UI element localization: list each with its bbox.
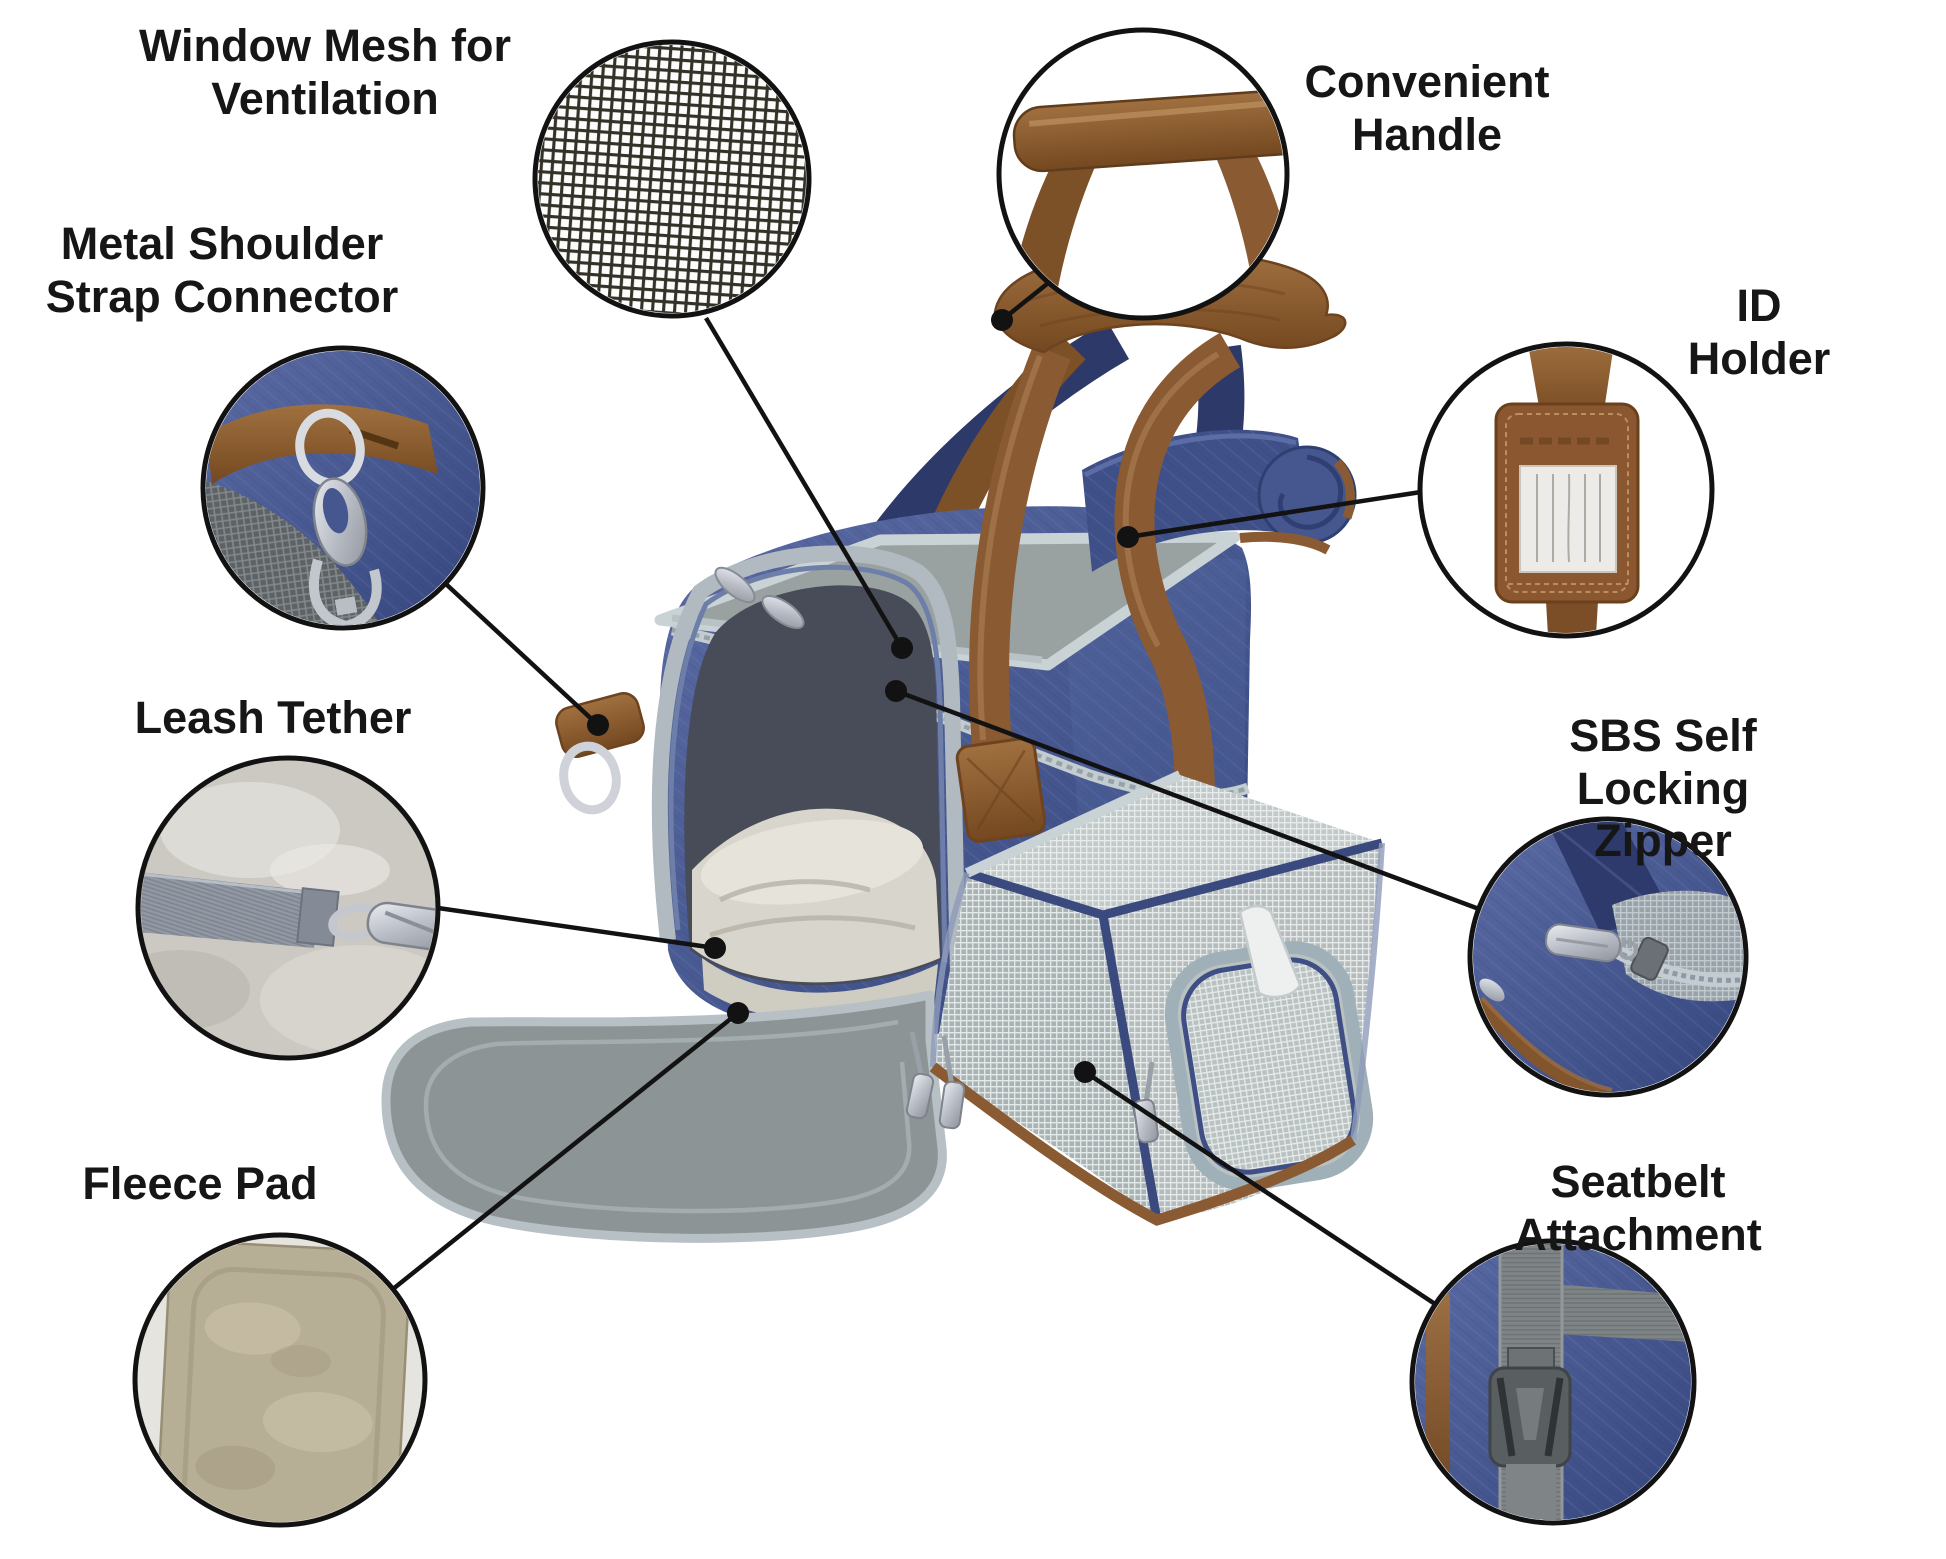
dot-fleece-pad bbox=[727, 1002, 749, 1024]
line-fleece-pad bbox=[391, 1011, 740, 1291]
id-holder-detail-circle bbox=[1417, 341, 1715, 639]
hanging-zipper-pulls bbox=[905, 1031, 966, 1130]
sbs-zipper-detail-circle bbox=[1467, 816, 1749, 1098]
open-door-flap bbox=[381, 990, 947, 1243]
leash-tether-detail-circle bbox=[135, 755, 441, 1061]
side-door-opening bbox=[651, 545, 966, 1022]
metal-connector-detail-circle bbox=[200, 345, 486, 631]
line-id-holder bbox=[1127, 489, 1422, 540]
dot-sbs-zipper bbox=[885, 680, 907, 702]
white-pull-tab bbox=[1238, 904, 1302, 999]
callout-dots bbox=[587, 309, 1139, 1083]
seatbelt-detail-circle bbox=[1409, 1238, 1697, 1526]
dot-convenient-handle bbox=[991, 309, 1013, 331]
fleece-pad-detail-circle bbox=[132, 1232, 428, 1528]
line-window-mesh bbox=[704, 316, 904, 650]
mesh-expansion-cube bbox=[929, 770, 1385, 1226]
line-sbs-zipper bbox=[895, 688, 1480, 912]
dot-metal-connector bbox=[587, 714, 609, 736]
line-leash-tether bbox=[437, 905, 716, 951]
label-metal-shoulder-strap: Metal Shoulder Strap Connector bbox=[45, 218, 399, 322]
callout-lines bbox=[391, 262, 1480, 1306]
dot-id-holder bbox=[1117, 526, 1139, 548]
label-leash-tether: Leash Tether bbox=[134, 692, 412, 743]
dot-seatbelt bbox=[1074, 1061, 1096, 1083]
label-sbs-zipper: SBS Self Locking Zipper bbox=[1569, 710, 1757, 867]
pet-carrier-illustration bbox=[381, 250, 1385, 1243]
window-mesh-detail-circle bbox=[532, 39, 812, 319]
label-seatbelt-attachment: Seatbelt Attachment bbox=[1514, 1156, 1762, 1260]
label-convenient-handle: Convenient Handle bbox=[1304, 56, 1550, 160]
label-id-holder: ID Holder bbox=[1687, 280, 1831, 384]
dot-window-mesh bbox=[891, 637, 913, 659]
dot-leash-tether bbox=[704, 937, 726, 959]
line-metal-connector bbox=[445, 583, 600, 727]
label-window-mesh: Window Mesh for Ventilation bbox=[138, 20, 512, 124]
line-seatbelt bbox=[1083, 1070, 1437, 1306]
label-fleece-pad: Fleece Pad bbox=[82, 1158, 318, 1209]
